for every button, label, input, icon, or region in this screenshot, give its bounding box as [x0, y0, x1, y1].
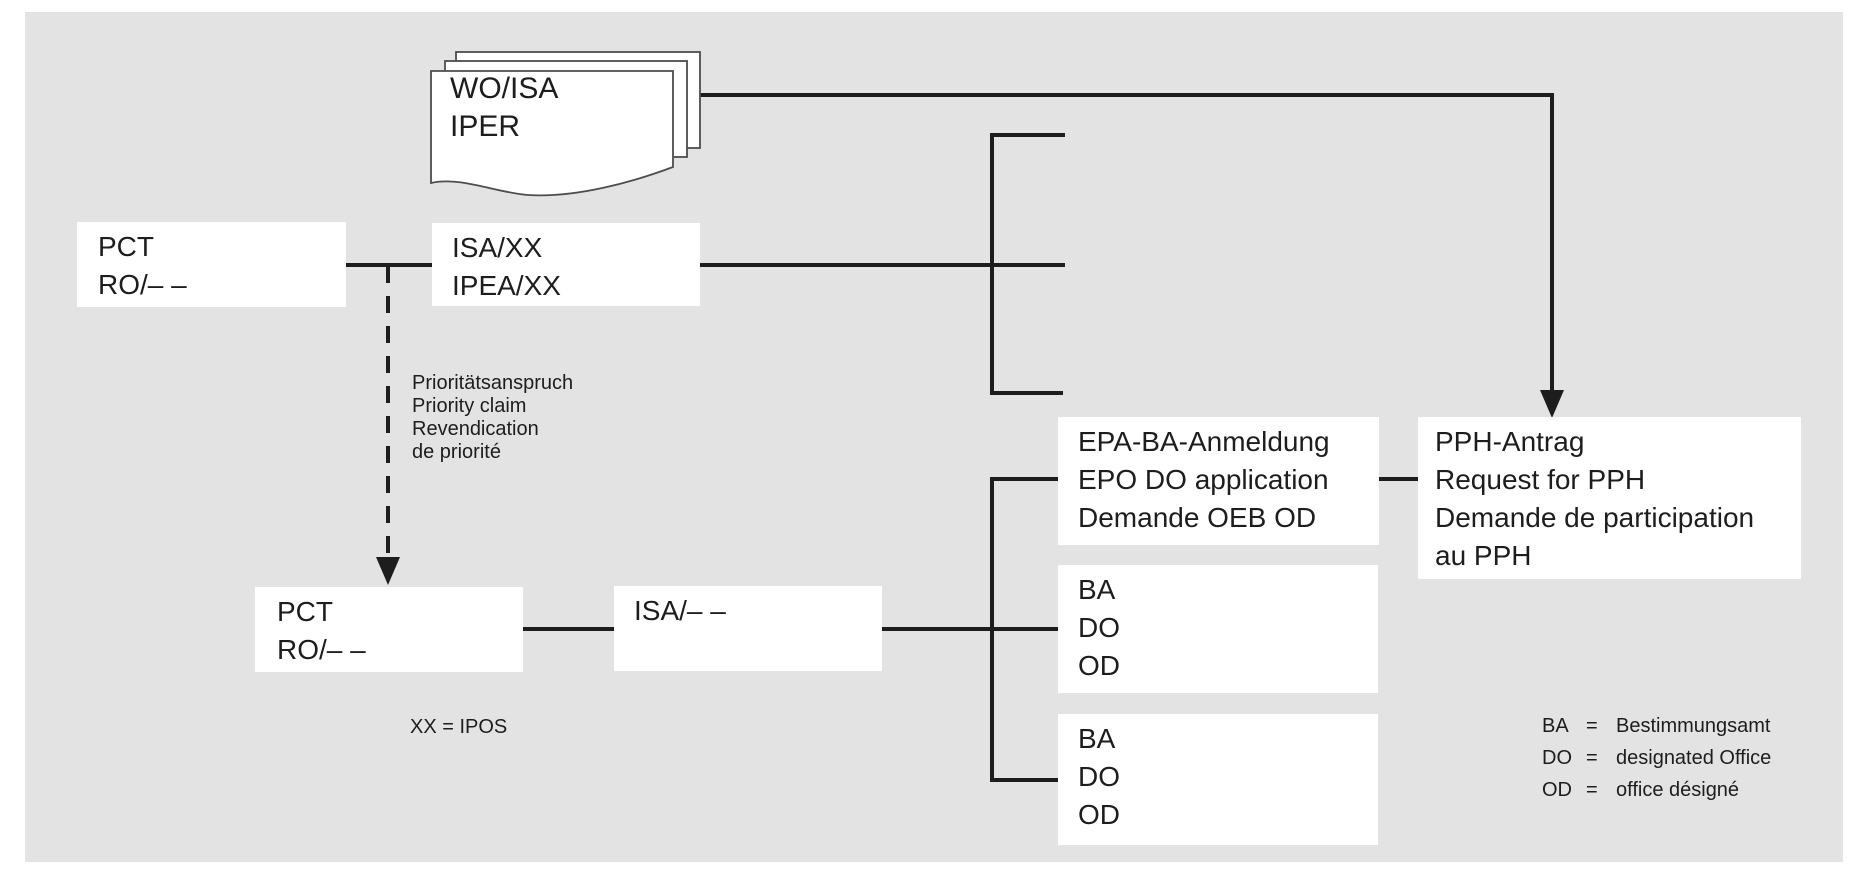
connector-pph-vertical [1550, 93, 1554, 392]
document-stack-icon [430, 51, 701, 197]
legend-row-do: DO = designated Office [1542, 742, 1771, 774]
legend-term: designated Office [1616, 747, 1772, 769]
box-ba-do-od-1: BA DO OD [1058, 565, 1378, 693]
arrowhead-priority-claim-icon [376, 557, 400, 585]
box-line: au PPH [1435, 540, 1532, 571]
box-line: EPA-BA-Anmeldung [1078, 426, 1330, 457]
connector-to-epa-box [990, 477, 1058, 481]
connector-isa2-to-bado1 [882, 627, 1058, 631]
connector-epa-to-pph [1379, 477, 1418, 481]
box-pph-request: PPH-Antrag Request for PPH Demande de pa… [1418, 417, 1801, 579]
legend-row-od: OD = office désigné [1542, 774, 1771, 806]
box-line: DO [1078, 612, 1120, 643]
connector-pct2-to-isa2 [523, 627, 614, 631]
arrowhead-to-pph-icon [1540, 390, 1564, 418]
priority-claim-dashed-line [386, 266, 390, 557]
box-line: ISA/XX [452, 232, 543, 263]
box-epa-application: EPA-BA-Anmeldung EPO DO application Dema… [1058, 417, 1379, 545]
box-line: ISA/– – [634, 595, 726, 626]
legend-equals: = [1586, 747, 1598, 769]
bracket-upper-top-stub [990, 133, 1065, 137]
document-page-front [430, 70, 674, 197]
box-line: PCT [277, 596, 333, 627]
bracket-lower-vertical [990, 477, 994, 782]
box-line: RO/– – [98, 269, 187, 300]
connector-to-bado2 [990, 778, 1058, 782]
box-line: OD [1078, 799, 1120, 830]
connector-isa-to-bracket [700, 263, 1065, 267]
priority-claim-line: Revendication [412, 418, 539, 440]
box-line: Demande de participation [1435, 502, 1755, 533]
box-line: PCT [98, 231, 154, 262]
bracket-upper-bottom-stub [990, 391, 1063, 395]
priority-claim-line: Priority claim [412, 395, 527, 417]
box-ba-do-od-2: BA DO OD [1058, 714, 1378, 845]
box-isa-bottom: ISA/– – [614, 586, 882, 671]
document-stack-label: WO/ISA IPER [450, 70, 558, 146]
legend-abbr: OD [1542, 779, 1572, 801]
document-line-1: WO/ISA [450, 72, 559, 105]
box-line: Request for PPH [1435, 464, 1646, 495]
legend-term: office désigné [1616, 779, 1740, 801]
document-line-2: IPER [450, 110, 521, 143]
priority-claim-label: Prioritätsanspruch Priority claim Revend… [412, 372, 573, 464]
box-line: BA [1078, 723, 1116, 754]
box-line: PPH-Antrag [1435, 426, 1585, 457]
box-line: EPO DO application [1078, 464, 1329, 495]
box-line: OD [1078, 650, 1120, 681]
box-line: BA [1078, 574, 1116, 605]
legend-equals: = [1586, 715, 1598, 737]
connector-doc-to-pph [699, 93, 1554, 97]
box-isa-ipea: ISA/XX IPEA/XX [432, 223, 700, 306]
legend-abbr: BA [1542, 715, 1569, 737]
box-line: Demande OEB OD [1078, 502, 1317, 533]
xx-ipos-note: XX = IPOS [410, 716, 508, 738]
legend-equals: = [1586, 779, 1598, 801]
legend-term: Bestimmungsamt [1616, 715, 1771, 737]
box-line: IPEA/XX [452, 270, 561, 301]
legend-abbr: DO [1542, 747, 1572, 769]
legend-row-ba: BA = Bestimmungsamt [1542, 710, 1771, 742]
box-pct-ro-top: PCT RO/– – [77, 222, 346, 307]
priority-claim-line: de priorité [412, 441, 501, 463]
abbreviation-legend: BA = Bestimmungsamt DO = designated Offi… [1542, 710, 1771, 806]
box-pct-ro-bottom: PCT RO/– – [255, 587, 523, 672]
bracket-upper-vertical [990, 133, 994, 395]
connector-pct-to-isa [346, 263, 432, 267]
priority-claim-line: Prioritätsanspruch [412, 372, 574, 394]
box-line: RO/– – [277, 634, 366, 665]
box-line: DO [1078, 761, 1120, 792]
